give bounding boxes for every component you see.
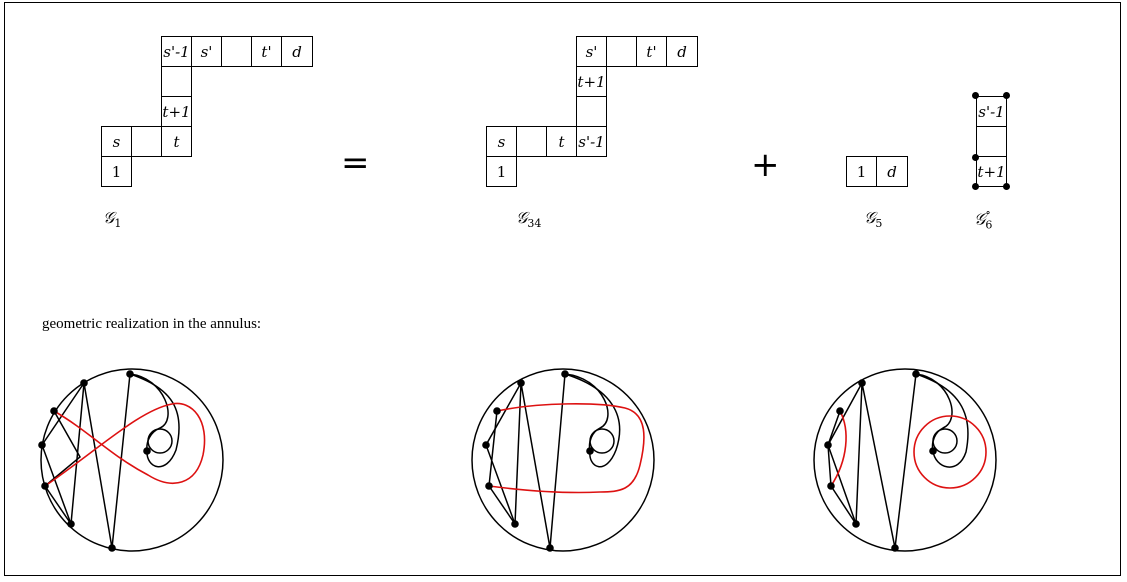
g6-cell: [976, 126, 1007, 157]
red-curve: [488, 403, 645, 494]
annulus-g6: [813, 368, 997, 552]
g1-cell: [221, 36, 252, 67]
g34-cell: t+1: [576, 66, 607, 97]
g34-cell: t': [636, 36, 667, 67]
g34-cell: d: [666, 36, 698, 67]
inner-boundary: [147, 428, 173, 454]
red-circle: [913, 415, 987, 489]
g1-cell: s: [101, 126, 132, 157]
outer-boundary: [813, 368, 997, 552]
arc: [41, 373, 131, 549]
equals-sign: =: [341, 143, 370, 183]
arc: [830, 485, 857, 525]
g34-cell: s'-1: [576, 126, 607, 157]
arc: [915, 373, 969, 468]
vertex-dot: [972, 183, 979, 190]
g1-cell: t': [251, 36, 282, 67]
arc: [915, 373, 953, 452]
g1-cell: t: [161, 126, 192, 157]
g1-cell: d: [281, 36, 313, 67]
g1-label: 𝒢1: [103, 208, 122, 231]
plus-sign: +: [751, 145, 780, 185]
g5-label: 𝒢5: [864, 208, 883, 231]
g6-cell: t+1: [976, 156, 1007, 187]
g5-cell: d: [876, 156, 908, 187]
arc: [129, 373, 180, 468]
arc: [129, 373, 169, 452]
annulus-g34: [471, 368, 655, 552]
caption-text: geometric realization in the annulus:: [42, 316, 262, 332]
g34-cell: s': [576, 36, 607, 67]
arc: [485, 373, 566, 549]
vertex-dot: [1003, 183, 1010, 190]
arc: [44, 485, 72, 525]
arc: [564, 373, 609, 452]
g34-cell: [606, 36, 637, 67]
outer-boundary: [40, 368, 224, 552]
g34-label: 𝒢34: [516, 208, 542, 231]
figure-frame: [4, 2, 1121, 576]
g1-cell: t+1: [161, 96, 192, 127]
g1-cell: s': [191, 36, 222, 67]
annulus-vertices: [38, 370, 937, 552]
red-curve: [830, 410, 847, 487]
g34-cell: [576, 96, 607, 127]
arc: [488, 410, 498, 487]
arc: [827, 373, 917, 549]
g34-cell: s: [486, 126, 517, 157]
g6-cell: s'-1: [976, 96, 1007, 127]
red-curve: [44, 402, 206, 487]
g1-cell: 1: [101, 156, 132, 187]
g6-label: 𝒢6∘: [974, 206, 993, 232]
vertex-dot: [972, 154, 979, 161]
outer-boundary: [471, 368, 655, 552]
arc: [488, 485, 516, 525]
vertex-dot: [1003, 92, 1010, 99]
arc: [44, 410, 81, 487]
g34-cell: 1: [486, 156, 517, 187]
vertex-dot: [972, 92, 979, 99]
g34-cell: t: [546, 126, 577, 157]
